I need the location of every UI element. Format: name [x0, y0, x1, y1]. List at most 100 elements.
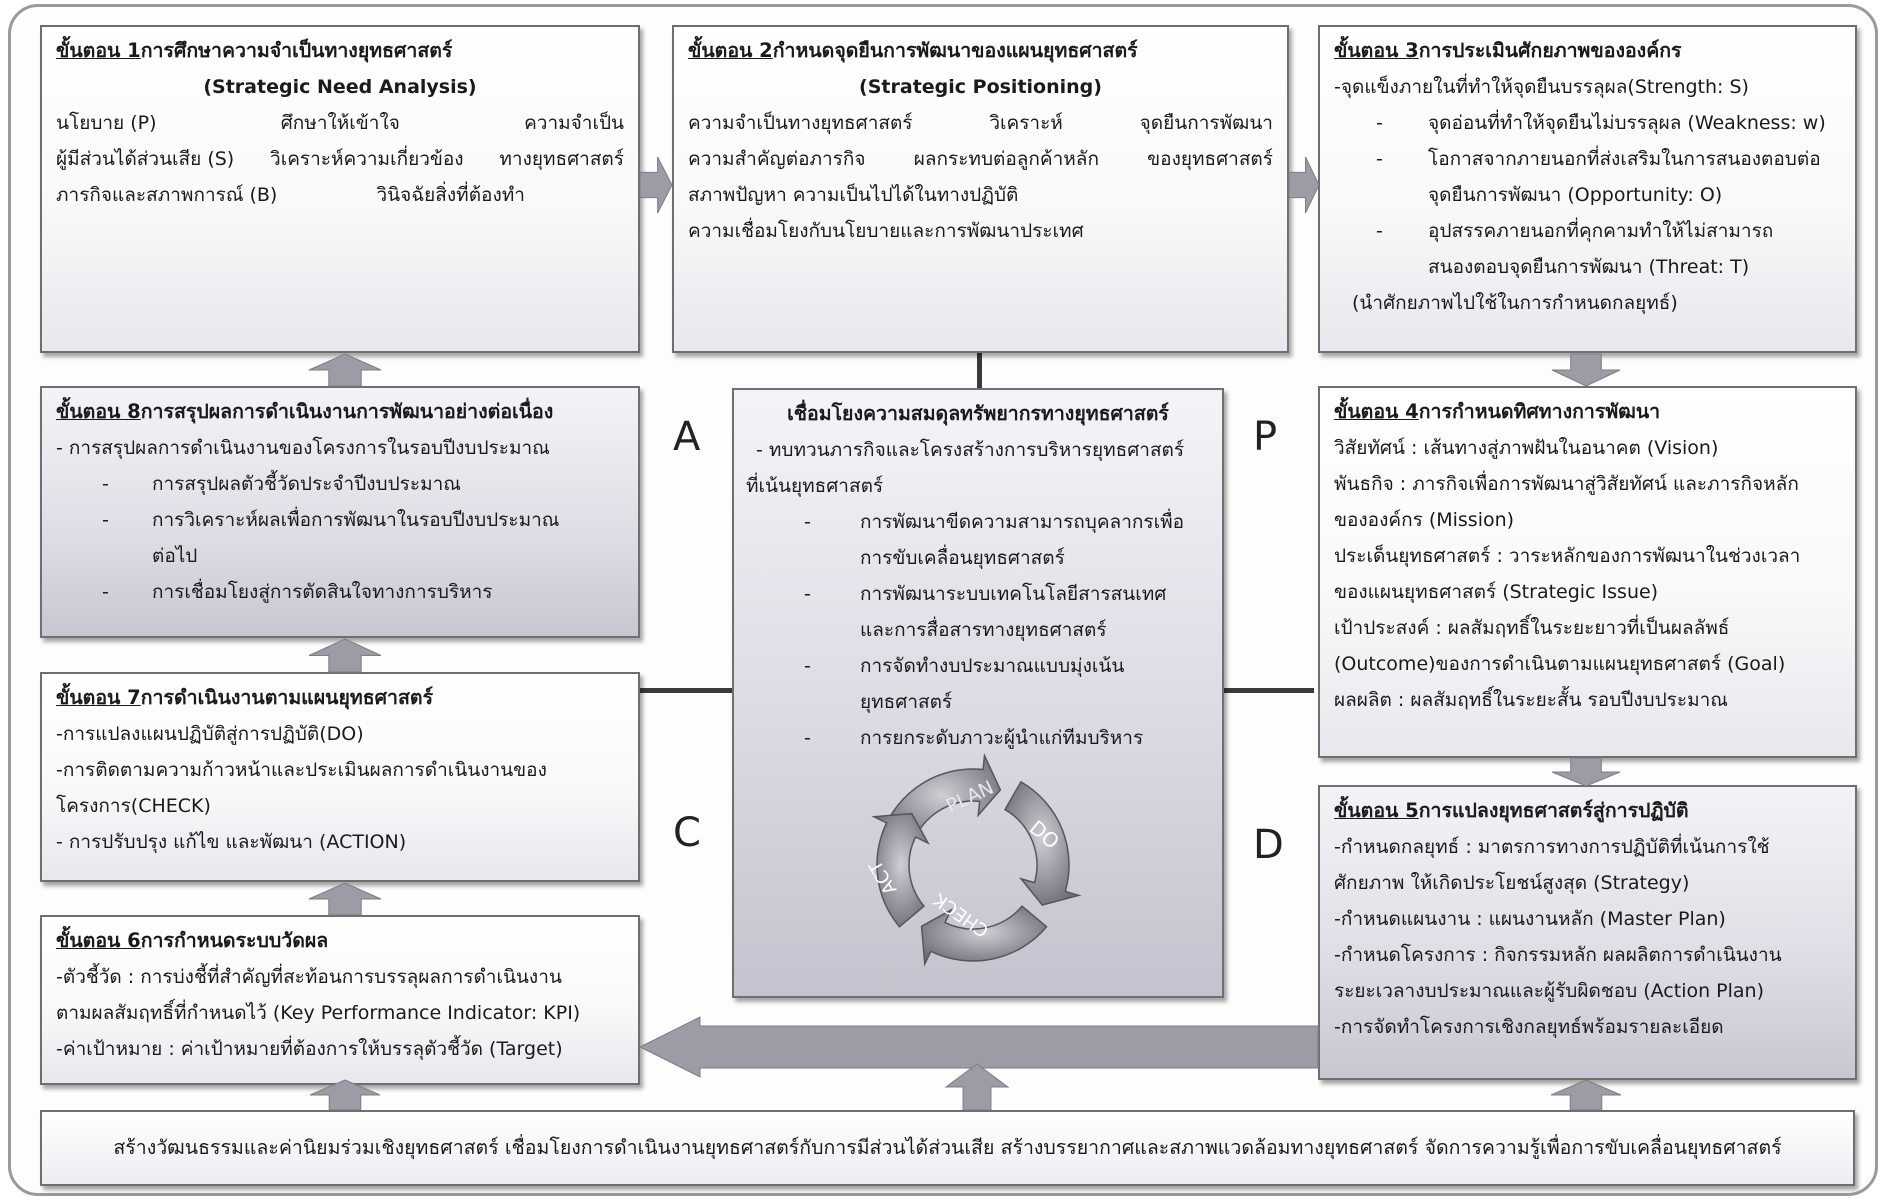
step-1-cell: ภารกิจและสภาพการณ์ (B): [56, 184, 278, 206]
arrow-step5-to-step6: [638, 1016, 1319, 1078]
step-1-cell: วินิจฉัยสิ่งที่ต้องทำ: [376, 184, 525, 206]
step-7-content: -การแปลงแผนปฏิบัติสู่การปฏิบัติ(DO)-การต…: [56, 716, 624, 860]
step-1-title: ขั้นตอน 1การศึกษาความจำเป็นทางยุทธศาสตร์: [56, 39, 453, 62]
step-1-row: ผู้มีส่วนได้ส่วนเสีย (S)วิเคราะห์ความเกี…: [56, 141, 624, 177]
step-5-line: ระยะเวลางบประมาณและผู้รับผิดชอบ (Action …: [1334, 980, 1765, 1002]
step-3-bullet-text: โอกาสจากภายนอกที่ส่งเสริมในการสนองตอบต่อ: [1428, 148, 1821, 170]
center-bullet: - การยกระดับภาวะผู้นำแก่ทีมบริหาร: [746, 720, 1210, 756]
step-8-bullet: ต่อไป: [56, 538, 624, 574]
center-bullet-text: การยกระดับภาวะผู้นำแก่ทีมบริหาร: [860, 727, 1144, 749]
step-2-subtitle: (Strategic Positioning): [859, 76, 1102, 98]
arrow-bar-to-step5: [1550, 1079, 1622, 1111]
step-4-line: (Outcome)ของการดำเนินตามแผนยุทธศาสตร์ (G…: [1334, 653, 1786, 675]
step-7-line: โครงการ(CHECK): [56, 795, 211, 817]
step-4-line: วิสัยทัศน์ : เส้นทางสู่ภาพฝันในอนาคต (Vi…: [1334, 437, 1719, 459]
step-5-title: ขั้นตอน 5การแปลงยุทธศาสตร์สู่การปฏิบัติ: [1334, 799, 1689, 822]
step-3-bullet: -อุปสรรคภายนอกที่คุกคามทำให้ไม่สามารถ: [1334, 213, 1841, 249]
letter-a: A: [673, 414, 701, 460]
step-4-box: ขั้นตอน 4การกำหนดทิศทางการพัฒนา วิสัยทัศ…: [1318, 386, 1857, 758]
step-6-title: ขั้นตอน 6การกำหนดระบบวัดผล: [56, 929, 329, 952]
step-5-box: ขั้นตอน 5การแปลงยุทธศาสตร์สู่การปฏิบัติ …: [1318, 785, 1857, 1080]
arrow-step3-to-step4: [1551, 353, 1621, 387]
step-4-line: เป้าประสงค์ : ผลสัมฤทธิ์ในระยะยาวที่เป็น…: [1334, 617, 1730, 639]
step-3-bullet: สนองตอบจุดยืนการพัฒนา (Threat: T): [1334, 249, 1841, 285]
center-bullet-text: การขับเคลื่อนยุทธศาสตร์: [860, 547, 1065, 569]
step-1-content: นโยบาย (P)ศึกษาให้เข้าใจความจำเป็นผู้มีส…: [56, 105, 624, 213]
step-4-line: ผลผลิต : ผลสัมฤทธิ์ในระยะสั้น รอบปีงบประ…: [1334, 689, 1728, 711]
step-3-bullet-text: จุดยืนการพัฒนา (Opportunity: O): [1428, 184, 1723, 206]
pdca-segments: [871, 752, 1082, 967]
arrow-step1-to-step2: [639, 156, 673, 214]
step-3-bullet: จุดยืนการพัฒนา (Opportunity: O): [1334, 177, 1841, 213]
step-3-bullet: - จุดอ่อนที่ทำให้จุดยืนไม่บรรลุผล (Weakne…: [1334, 105, 1841, 141]
step-4-line: พันธกิจ : ภารกิจเพื่อการพัฒนาสู่วิสัยทัศ…: [1334, 473, 1799, 495]
arrow-step4-to-step5: [1551, 757, 1621, 787]
arrow-step6-to-step7: [308, 882, 382, 916]
step-8-bullet: -การเชื่อมโยงสู่การตัดสินใจทางการบริหาร: [56, 574, 624, 610]
center-bullet-dash: -: [804, 727, 811, 749]
letter-d: D: [1253, 822, 1284, 868]
step-2-line: สภาพปัญหา ความเป็นไปได้ในทางปฏิบัติ: [688, 184, 1019, 206]
arrow-step8-to-step1: [308, 353, 382, 387]
center-bullet: การขับเคลื่อนยุทธศาสตร์: [746, 540, 1210, 576]
step-8-bullet-text: การวิเคราะห์ผลเพื่อการพัฒนาในรอบปีงบประม…: [152, 509, 560, 531]
center-bullet-dash: -: [804, 511, 811, 533]
center-title: เชื่อมโยงความสมดุลทรัพยากรทางยุทธศาสตร์: [787, 402, 1169, 425]
step-6-line: ตามผลสัมฤทธิ์ที่กำหนดไว้ (Key Performanc…: [56, 1002, 581, 1024]
pdca-act-segment: [871, 812, 930, 928]
step-6-box: ขั้นตอน 6การกำหนดระบบวัดผล -ตัวชี้วัด : …: [40, 915, 640, 1085]
step-5-content: -กำหนดกลยุทธ์ : มาตรการทางการปฏิบัติที่เ…: [1334, 829, 1841, 1045]
step-3-bullet-dash: -: [1376, 112, 1383, 134]
step-1-cell: วิเคราะห์ความเกี่ยวข้อง: [270, 148, 464, 170]
step-3-strength: -จุดแข็งภายในที่ทำให้จุดยืนบรรลุผล(Stren…: [1334, 76, 1749, 98]
step-7-box: ขั้นตอน 7การดำเนินงานตามแผนยุทธศาสตร์ -ก…: [40, 672, 640, 882]
center-box: เชื่อมโยงความสมดุลทรัพยากรทางยุทธศาสตร์ …: [732, 388, 1224, 998]
step-3-bullet-text: สนองตอบจุดยืนการพัฒนา (Threat: T): [1428, 256, 1750, 278]
step-3-title: ขั้นตอน 3การประเมินศักยภาพขององค์กร: [1334, 39, 1682, 62]
center-bullet-text: การพัฒนาระบบเทคโนโลยีสารสนเทศ: [860, 583, 1167, 605]
step-2-content: ความจำเป็นทางยุทธศาสตร์วิเคราะห์จุดยืนกา…: [688, 105, 1273, 249]
letter-p: P: [1253, 414, 1278, 460]
step-1-cell: นโยบาย (P): [56, 112, 157, 134]
step-5-line: -กำหนดกลยุทธ์ : มาตรการทางการปฏิบัติที่เ…: [1334, 836, 1770, 858]
step-3-bullet-text: จุดอ่อนที่ทำให้จุดยืนไม่บรรลุผล (Weaknes…: [1428, 112, 1826, 134]
step-6-line: -ค่าเป้าหมาย : ค่าเป้าหมายที่ต้องการให้บ…: [56, 1038, 563, 1060]
step-5-line: -การจัดทำโครงการเชิงกลยุทธ์พร้อมรายละเอี…: [1334, 1016, 1724, 1038]
connector-top: [977, 352, 982, 388]
step-5-line: -กำหนดโครงการ : กิจกรรมหลัก ผลผลิตการดำเ…: [1334, 944, 1782, 966]
step-3-bullet-dash: -: [1376, 148, 1383, 170]
step-8-bullet-dash: -: [102, 473, 109, 495]
step-8-box: ขั้นตอน 8การสรุปผลการดำเนินงานการพัฒนาอย…: [40, 386, 640, 638]
step-2-cell: ผลกระทบต่อลูกค้าหลัก: [913, 148, 1099, 170]
step-3-bullets: - จุดอ่อนที่ทำให้จุดยืนไม่บรรลุผล (Weakne…: [1334, 105, 1841, 285]
step-8-bullet-dash: -: [102, 509, 109, 531]
center-intro-1: - ทบทวนภารกิจและโครงสร้างการบริหารยุทธศา…: [756, 439, 1185, 461]
letter-c: C: [673, 810, 701, 856]
step-1-box: ขั้นตอน 1การศึกษาความจำเป็นทางยุทธศาสตร์…: [40, 25, 640, 353]
step-4-line: ขององค์กร (Mission): [1334, 509, 1515, 531]
step-4-line: ประเด็นยุทธศาสตร์ : วาระหลักของการพัฒนาใ…: [1334, 545, 1801, 567]
step-8-bullet: - การสรุปผลตัวชี้วัดประจำปีงบประมาณ: [56, 466, 624, 502]
step-8-bullet-text: การสรุปผลตัวชี้วัดประจำปีงบประมาณ: [152, 473, 461, 495]
pdca-check-segment: [920, 905, 1048, 967]
center-bullet: -การจัดทำงบประมาณแบบมุ่งเน้น: [746, 648, 1210, 684]
center-bullet: - การพัฒนาขีดความสามารถบุคลากรเพื่อ: [746, 504, 1210, 540]
step-2-cell: จุดยืนการพัฒนา: [1139, 112, 1273, 134]
center-bullet-text: การพัฒนาขีดความสามารถบุคลากรเพื่อ: [860, 511, 1185, 533]
step-7-title: ขั้นตอน 7การดำเนินงานตามแผนยุทธศาสตร์: [56, 686, 434, 709]
center-bullet-text: การจัดทำงบประมาณแบบมุ่งเน้น: [860, 655, 1125, 677]
step-1-row: ภารกิจและสภาพการณ์ (B) วินิจฉัยสิ่งที่ต้อ…: [56, 177, 624, 213]
step-3-bullet: - โอกาสจากภายนอกที่ส่งเสริมในการสนองตอบต่…: [1334, 141, 1841, 177]
step-1-row: นโยบาย (P)ศึกษาให้เข้าใจความจำเป็น: [56, 105, 624, 141]
arrow-step7-to-step8: [308, 638, 382, 673]
center-bullet: และการสื่อสารทางยุทธศาสตร์: [746, 612, 1210, 648]
step-8-bullet-dash: -: [102, 581, 109, 603]
connector-left: [636, 688, 732, 693]
step-3-box: ขั้นตอน 3การประเมินศักยภาพขององค์กร -จุด…: [1318, 25, 1857, 353]
step-6-content: -ตัวชี้วัด : การบ่งชี้ที่สำคัญที่สะท้อนก…: [56, 959, 624, 1067]
step-7-line: -การติดตามความก้าวหน้าและประเมินผลการดำเ…: [56, 759, 547, 781]
pdca-cycle: PLAN DO CHECK ACT: [865, 752, 1082, 967]
step-2-line: ความเชื่อมโยงกับนโยบายและการพัฒนาประเทศ: [688, 220, 1084, 242]
center-intro-2: ที่เน้นยุทธศาสตร์: [746, 475, 884, 497]
step-2-box: ขั้นตอน 2กำหนดจุดยืนการพัฒนาของแผนยุทธศา…: [672, 25, 1289, 353]
